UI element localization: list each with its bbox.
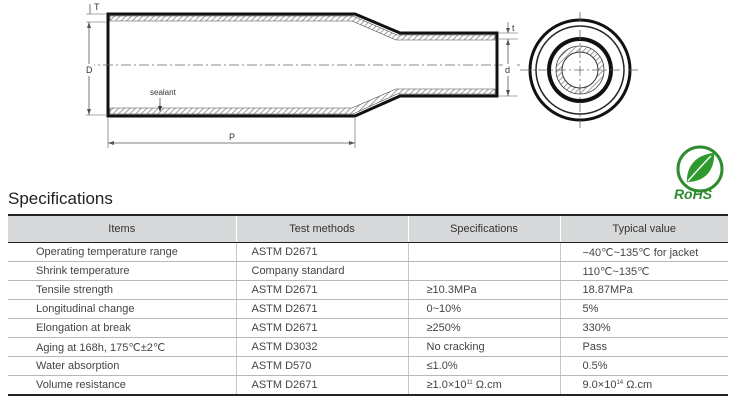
cross-section-view [520,12,640,128]
cell-spec: No cracking [407,337,560,357]
cell-spec: ≥1.0×1011 Ω.cm [407,375,560,396]
rohs-text: RoHS [674,186,713,202]
cell-typical: −40℃~135℃ for jacket [559,242,728,262]
cell-item: Shrink temperature [8,261,236,281]
label-t: t [512,23,515,33]
header-specifications: Specifications [407,214,560,243]
cell-typical: 5% [559,299,728,319]
cell-typical: 330% [559,318,728,338]
cell-item: Water absorption [8,356,236,376]
rohs-badge: RoHS [674,145,724,202]
table-row: Operating temperature range ASTM D2671 −… [8,242,728,262]
spec-unit: Ω.cm [475,379,502,391]
cell-typical: Pass [559,337,728,357]
cell-method: ASTM D2671 [235,242,408,262]
cell-spec [407,242,560,262]
header-test-methods: Test methods [235,214,408,243]
sealant-top [109,15,496,41]
cell-method: ASTM D2671 [235,318,408,338]
cell-item: Volume resistance [8,375,236,396]
table-row: Volume resistance ASTM D2671 ≥1.0×1011 Ω… [8,375,728,396]
table-header-row: Items Test methods Specifications Typica… [8,214,728,243]
cell-typical: 18.87MPa [559,280,728,300]
label-P: P [229,132,235,142]
tube-drawing: T D sealant P t d [84,2,640,148]
table-row: Shrink temperature Company standard 110℃… [8,261,728,281]
specifications-table: Items Test methods Specifications Typica… [8,214,728,396]
cell-method: ASTM D2671 [235,299,408,319]
label-sealant: sealant [150,88,177,97]
label-d: d [505,65,510,75]
typical-exponent: 14 [616,380,624,386]
cell-item: Tensile strength [8,280,236,300]
cell-method: ASTM D2671 [235,375,408,396]
cell-item: Operating temperature range [8,242,236,262]
table-row: Tensile strength ASTM D2671 ≥10.3MPa 18.… [8,280,728,300]
cell-item: Elongation at break [8,318,236,338]
rohs-ring-icon [676,145,724,193]
header-typical-value: Typical value [559,214,728,243]
spec-exponent: 11 [466,380,473,386]
cell-method: ASTM D570 [235,356,408,376]
table-row: Water absorption ASTM D570 ≤1.0% 0.5% [8,356,728,376]
cell-spec [407,261,560,281]
label-D: D [86,65,93,75]
cell-typical: 0.5% [559,356,728,376]
table-row: Elongation at break ASTM D2671 ≥250% 330… [8,318,728,338]
spec-base: ≥1.0×10 [426,379,467,391]
cell-item: Longitudinal change [8,299,236,319]
cell-spec: ≥250% [407,318,560,338]
cell-spec: 0~10% [407,299,560,319]
table-row: Longitudinal change ASTM D2671 0~10% 5% [8,299,728,319]
typical-base: 9.0×10 [582,379,617,391]
cell-typical: 110℃~135℃ [559,261,728,281]
sealant-bottom [109,88,496,115]
cell-method: ASTM D3032 [235,337,408,357]
cell-method: Company standard [235,261,408,281]
cell-typical: 9.0×1014 Ω.cm [559,375,728,396]
table-row: Aging at 168h, 175℃±2℃ ASTM D3032 No cra… [8,337,728,357]
cell-method: ASTM D2671 [235,280,408,300]
section-title: Specifications [8,189,113,208]
cell-spec: ≤1.0% [407,356,560,376]
cell-item: Aging at 168h, 175℃±2℃ [8,337,236,357]
typical-unit: Ω.cm [626,379,653,391]
cell-spec: ≥10.3MPa [407,280,560,300]
label-T: T [94,2,100,12]
header-items: Items [8,214,236,243]
